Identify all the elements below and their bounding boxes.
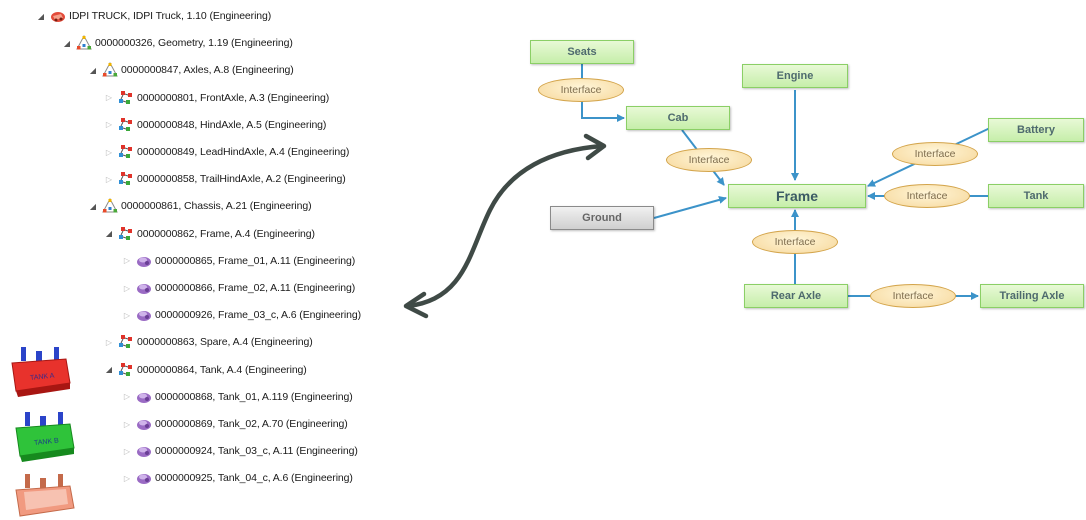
collapse-toggle-icon[interactable]: ◢ <box>89 201 97 211</box>
node-seats[interactable]: Seats <box>530 40 634 64</box>
tree-row-label: 0000000864, Tank, A.4 (Engineering) <box>137 363 307 376</box>
node-rear-axle[interactable]: Rear Axle <box>744 284 848 308</box>
tree-row[interactable]: ▷ 0000000925, Tank_04_c, A.6 (Engineering… <box>122 468 353 488</box>
tree-row[interactable]: ▷ 0000000849, LeadHindAxle, A.4 (Engineer… <box>104 142 349 162</box>
tree-row[interactable]: ◢ 0000000864, Tank, A.4 (Engineering) <box>104 360 307 380</box>
tree-row-label: 0000000863, Spare, A.4 (Engineering) <box>137 336 313 349</box>
assembly-icon <box>118 171 134 187</box>
tree-row[interactable]: ◢ IDPI TRUCK, IDPI Truck, 1.10 (Engineeri… <box>36 6 271 26</box>
assembly-icon <box>118 144 134 160</box>
node-ground[interactable]: Ground <box>550 206 654 230</box>
tree-row-label: 0000000924, Tank_03_c, A.11 (Engineering… <box>155 445 358 458</box>
collapse-toggle-icon[interactable]: ◢ <box>89 65 97 75</box>
collapse-toggle-icon[interactable]: ◢ <box>105 365 113 375</box>
tree-row[interactable]: ◢ 0000000847, Axles, A.8 (Engineering) <box>88 60 294 80</box>
interface-cab-frame[interactable]: Interface <box>666 148 752 172</box>
truck-icon <box>50 8 66 24</box>
assembly-icon <box>118 334 134 350</box>
tree-row-label: IDPI TRUCK, IDPI Truck, 1.10 (Engineerin… <box>69 10 272 22</box>
expand-toggle-icon[interactable]: ▷ <box>123 283 131 293</box>
interface-rearaxle-frame[interactable]: Interface <box>752 230 838 254</box>
collapse-toggle-icon[interactable]: ◢ <box>105 229 113 239</box>
tree-row-label: 0000000862, Frame, A.4 (Engineering) <box>137 227 315 240</box>
assembly-icon <box>118 226 134 242</box>
expand-toggle-icon[interactable]: ▷ <box>123 419 131 429</box>
collapse-toggle-icon[interactable]: ◢ <box>63 38 71 48</box>
tree-row[interactable]: ▷ 0000000858, TrailHindAxle, A.2 (Enginee… <box>104 169 346 189</box>
geometry-icon <box>76 35 92 51</box>
tree-row[interactable]: ▷ 0000000848, HindAxle, A.5 (Engineering) <box>104 115 326 135</box>
expand-toggle-icon[interactable]: ▷ <box>123 310 131 320</box>
expand-toggle-icon[interactable]: ▷ <box>105 147 113 157</box>
tree-row-label: 0000000926, Frame_03_c, A.6 (Engineering… <box>155 309 362 322</box>
collapse-toggle-icon[interactable]: ◢ <box>37 11 45 21</box>
expand-toggle-icon[interactable]: ▷ <box>105 337 113 347</box>
node-battery[interactable]: Battery <box>988 118 1084 142</box>
tree-row[interactable]: ▷ 0000000865, Frame_01, A.11 (Engineering… <box>122 251 355 271</box>
tree-row[interactable]: ◢ 0000000862, Frame, A.4 (Engineering) <box>104 224 315 244</box>
part-icon <box>136 280 152 296</box>
interface-battery-frame[interactable]: Interface <box>892 142 978 166</box>
tree-row-label: 0000000801, FrontAxle, A.3 (Engineering) <box>137 91 330 104</box>
tree-row[interactable]: ▷ 0000000869, Tank_02, A.70 (Engineering) <box>122 414 348 434</box>
node-trailing-axle[interactable]: Trailing Axle <box>980 284 1084 308</box>
part-icon <box>136 253 152 269</box>
node-engine[interactable]: Engine <box>742 64 848 88</box>
tree-row-label: 0000000849, LeadHindAxle, A.4 (Engineeri… <box>137 146 350 158</box>
node-cab[interactable]: Cab <box>626 106 730 130</box>
tank-b-thumbnail: TANK B <box>15 412 75 462</box>
tree-row-label: 0000000865, Frame_01, A.11 (Engineering) <box>155 254 356 267</box>
tree-row-label: 0000000848, HindAxle, A.5 (Engineering) <box>137 118 327 131</box>
geometry-icon <box>102 62 118 78</box>
expand-toggle-icon[interactable]: ▷ <box>105 93 113 103</box>
geometry-icon <box>102 198 118 214</box>
tree-row-label: 0000000869, Tank_02, A.70 (Engineering) <box>155 418 348 430</box>
tree-row[interactable]: ▷ 0000000926, Frame_03_c, A.6 (Engineerin… <box>122 305 361 325</box>
tree-row-label: 0000000866, Frame_02, A.11 (Engineering) <box>155 282 356 294</box>
tree-row-label: 0000000847, Axles, A.8 (Engineering) <box>121 64 294 77</box>
node-tank[interactable]: Tank <box>988 184 1084 208</box>
tree-row-label: 0000000326, Geometry, 1.19 (Engineering) <box>95 37 293 50</box>
tree-row-label: 0000000925, Tank_04_c, A.6 (Engineering) <box>155 472 353 485</box>
assembly-icon <box>118 362 134 378</box>
wire-ground-frame <box>653 196 727 219</box>
tree-row[interactable]: ▷ 0000000866, Frame_02, A.11 (Engineering… <box>122 278 355 298</box>
tree-row-label: 0000000868, Tank_01, A.119 (Engineering) <box>155 390 353 403</box>
tree-row[interactable]: ▷ 0000000863, Spare, A.4 (Engineering) <box>104 332 313 352</box>
tree-row-label: 0000000858, TrailHindAxle, A.2 (Engineer… <box>137 173 346 186</box>
structure-tree: ◢ IDPI TRUCK, IDPI Truck, 1.10 (Engineeri… <box>0 0 420 520</box>
tree-row[interactable]: ▷ 0000000924, Tank_03_c, A.11 (Engineerin… <box>122 441 358 461</box>
tree-row[interactable]: ◢ 0000000326, Geometry, 1.19 (Engineering… <box>62 33 293 53</box>
architecture-diagram: Seats Cab Engine Battery Frame Tank Grou… <box>530 30 1086 330</box>
tree-row-label: 0000000861, Chassis, A.21 (Engineering) <box>121 200 312 213</box>
part-icon <box>136 307 152 323</box>
node-frame[interactable]: Frame <box>728 184 866 208</box>
expand-toggle-icon[interactable]: ▷ <box>123 446 131 456</box>
part-icon <box>136 470 152 486</box>
expand-toggle-icon[interactable]: ▷ <box>105 174 113 184</box>
expand-toggle-icon[interactable]: ▷ <box>123 256 131 266</box>
svg-text:TANK B: TANK B <box>34 437 60 447</box>
interface-rearaxle-trailing[interactable]: Interface <box>870 284 956 308</box>
tank-c-thumbnail <box>15 474 75 517</box>
tree-row[interactable]: ▷ 0000000868, Tank_01, A.119 (Engineering… <box>122 387 353 407</box>
expand-toggle-icon[interactable]: ▷ <box>123 473 131 483</box>
interface-seats-cab[interactable]: Interface <box>538 78 624 102</box>
tree-row[interactable]: ◢ 0000000861, Chassis, A.21 (Engineering) <box>88 196 312 216</box>
part-icon <box>136 443 152 459</box>
interface-tank-frame[interactable]: Interface <box>884 184 970 208</box>
link-double-arrow <box>403 133 607 319</box>
assembly-icon <box>118 117 134 133</box>
svg-text:TANK A: TANK A <box>30 372 55 382</box>
expand-toggle-icon[interactable]: ▷ <box>105 120 113 130</box>
tank-a-thumbnail: TANK A <box>11 347 71 397</box>
part-icon <box>136 389 152 405</box>
tree-row[interactable]: ▷ 0000000801, FrontAxle, A.3 (Engineering… <box>104 88 329 108</box>
assembly-icon <box>118 90 134 106</box>
expand-toggle-icon[interactable]: ▷ <box>123 392 131 402</box>
part-icon <box>136 416 152 432</box>
